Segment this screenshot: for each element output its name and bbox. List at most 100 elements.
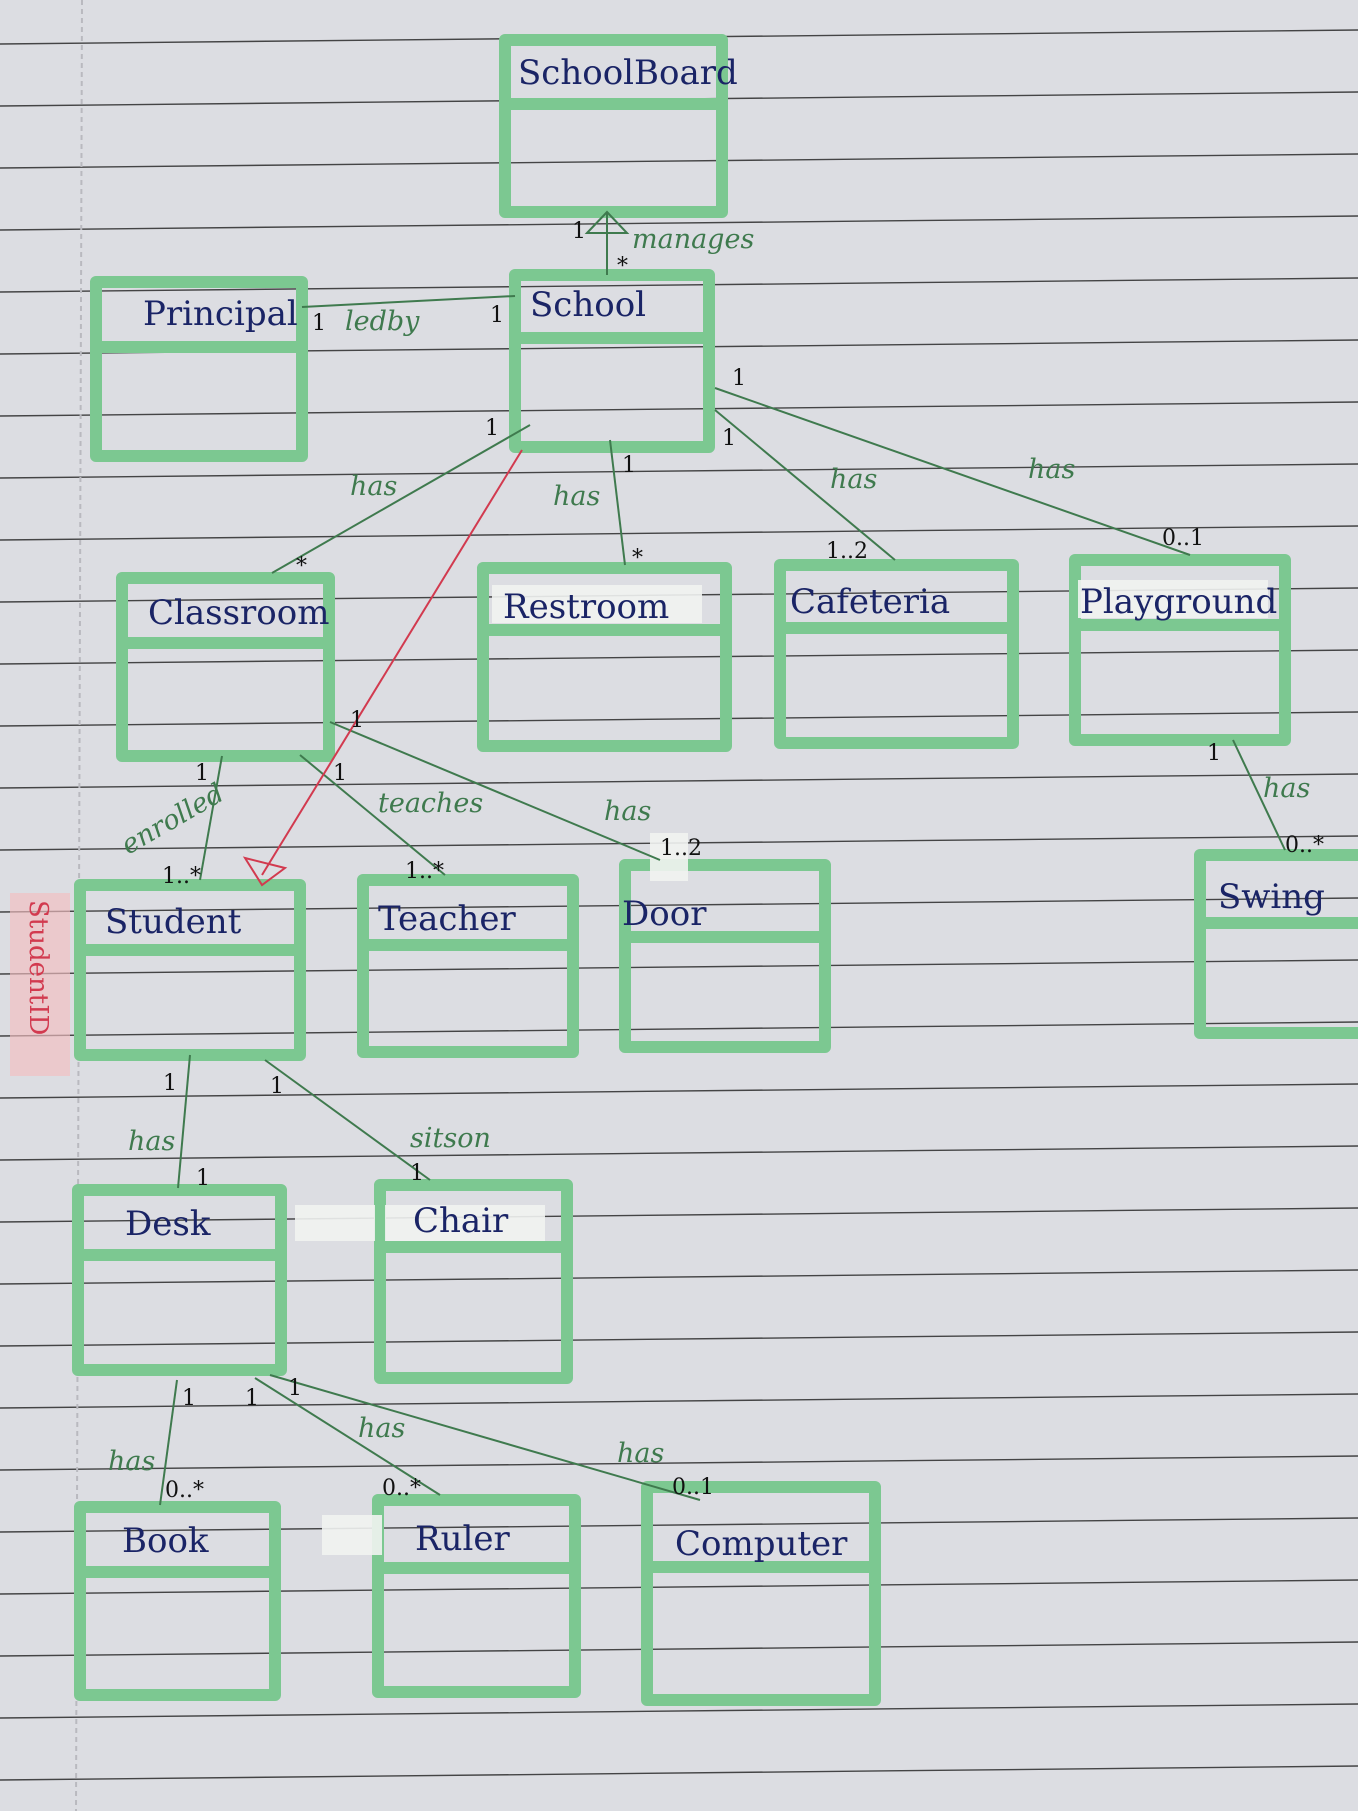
has-label-restroom: has bbox=[553, 481, 600, 512]
mult-restroom-many: * bbox=[632, 546, 643, 571]
rule-line bbox=[0, 463, 1358, 479]
rule-line bbox=[0, 1145, 1358, 1161]
has-label-desk: has bbox=[128, 1126, 175, 1157]
book-name: Book bbox=[122, 1521, 209, 1561]
desk-ruler-line bbox=[254, 1377, 441, 1496]
has-label-classroom: has bbox=[350, 471, 397, 502]
mult-student-chair: 1 bbox=[270, 1074, 284, 1099]
has-label-swing: has bbox=[1263, 773, 1310, 804]
school-playground-line bbox=[714, 387, 1191, 556]
mult-desk-ruler: 1 bbox=[245, 1386, 259, 1411]
mult-school-classroom: 1 bbox=[485, 416, 499, 441]
mult-ruler: 0..* bbox=[382, 1476, 421, 1501]
desk-name: Desk bbox=[125, 1204, 211, 1244]
has-label-ruler: has bbox=[358, 1413, 405, 1444]
mult-ledby-left: 1 bbox=[312, 311, 326, 336]
classroom-door-line bbox=[329, 721, 661, 861]
playground-name: Playground bbox=[1080, 582, 1277, 622]
restroom-box bbox=[477, 562, 732, 752]
student-chair-line bbox=[264, 1059, 431, 1181]
mult-ledby-right: 1 bbox=[490, 303, 504, 328]
mult-desk-book: 1 bbox=[182, 1386, 196, 1411]
classroom-box bbox=[116, 572, 335, 762]
multiplicities: 1 * 1 1 1 * 1 * 1 1..2 1 0..1 1 1..* 1 1… bbox=[162, 219, 1324, 1503]
mult-classroom-teacher: 1 bbox=[333, 761, 347, 786]
rule-line bbox=[0, 1765, 1358, 1781]
mult-chair: 1 bbox=[410, 1161, 424, 1186]
mult-computer: 0..1 bbox=[672, 1475, 714, 1500]
mult-door: 1..2 bbox=[660, 836, 702, 861]
mult-school-cafeteria: 1 bbox=[722, 426, 736, 451]
rule-line bbox=[0, 711, 1358, 727]
desk-computer-line bbox=[269, 1374, 701, 1501]
ledby-label: ledby bbox=[345, 306, 420, 337]
student-desk-line bbox=[177, 1054, 191, 1189]
principal-box bbox=[90, 276, 308, 462]
mult-desk: 1 bbox=[196, 1166, 210, 1191]
association-labels: manages ledby has has has has enrolled t… bbox=[108, 224, 1310, 1477]
side-note-highlight bbox=[10, 893, 70, 1076]
sitson-label: sitson bbox=[410, 1123, 491, 1154]
desk-box bbox=[72, 1184, 287, 1376]
rule-line bbox=[0, 1021, 1358, 1037]
mult-manages-bottom: * bbox=[617, 254, 628, 279]
classroom-student-line bbox=[199, 755, 223, 881]
rule-line bbox=[0, 1517, 1358, 1533]
teacher-name: Teacher bbox=[378, 899, 516, 939]
rule-line bbox=[0, 1331, 1358, 1347]
rule-line bbox=[0, 1083, 1358, 1099]
school-cafeteria-line bbox=[714, 409, 896, 561]
rule-line bbox=[0, 1393, 1358, 1409]
book-box bbox=[74, 1501, 281, 1701]
rule-line bbox=[0, 153, 1358, 169]
rule-line bbox=[0, 959, 1358, 975]
student-id-note: StudentID bbox=[23, 900, 53, 1035]
mult-teacher: 1..* bbox=[405, 859, 444, 884]
school-restroom-line bbox=[609, 439, 626, 566]
rule-line bbox=[0, 1703, 1358, 1719]
rule-line bbox=[0, 649, 1358, 665]
playground-swing-line bbox=[1232, 739, 1286, 851]
door-box bbox=[619, 859, 831, 1053]
rule-line bbox=[0, 1207, 1358, 1223]
cafeteria-name: Cafeteria bbox=[790, 582, 950, 622]
has-label-book: has bbox=[108, 1446, 155, 1477]
mult-school-playground: 1 bbox=[732, 366, 746, 391]
mult-manages-top: 1 bbox=[572, 219, 586, 244]
rule-line bbox=[0, 1579, 1358, 1595]
has-label-computer: has bbox=[617, 1438, 664, 1469]
mult-classroom-door: 1 bbox=[350, 708, 364, 733]
playground-box bbox=[1069, 554, 1291, 746]
school-box bbox=[509, 269, 715, 453]
computer-box bbox=[641, 1481, 881, 1706]
desk-book-line bbox=[159, 1379, 178, 1506]
mult-classroom-student: 1 bbox=[195, 761, 209, 786]
school-classroom-line bbox=[271, 424, 531, 574]
schoolboard-name: SchoolBoard bbox=[518, 53, 738, 93]
margin-line bbox=[75, 0, 83, 1811]
swing-box bbox=[1194, 849, 1358, 1039]
mult-school-restroom: 1 bbox=[622, 453, 636, 478]
teaches-label: teaches bbox=[378, 788, 483, 819]
mult-student: 1..* bbox=[162, 864, 201, 889]
swing-name: Swing bbox=[1218, 877, 1325, 917]
school-name: School bbox=[530, 285, 646, 325]
manages-arrowhead bbox=[584, 210, 630, 234]
ledby-line bbox=[301, 295, 516, 308]
schoolboard-box bbox=[499, 34, 728, 218]
rule-line bbox=[0, 1269, 1358, 1285]
manages-label: manages bbox=[632, 224, 754, 255]
restroom-name: Restroom bbox=[503, 587, 669, 627]
classroom-name: Classroom bbox=[148, 593, 330, 633]
rule-line bbox=[0, 525, 1358, 541]
rule-line bbox=[0, 277, 1358, 293]
red-association bbox=[242, 449, 523, 887]
rule-line bbox=[0, 215, 1358, 231]
rule-line bbox=[0, 401, 1358, 417]
class-names: SchoolBoard School Principal Classroom R… bbox=[105, 53, 1325, 1564]
mult-playground: 0..1 bbox=[1162, 526, 1204, 551]
chair-name: Chair bbox=[413, 1201, 509, 1241]
rule-line bbox=[0, 1641, 1358, 1657]
door-name: Door bbox=[622, 894, 707, 934]
has-label-cafeteria: has bbox=[830, 464, 877, 495]
